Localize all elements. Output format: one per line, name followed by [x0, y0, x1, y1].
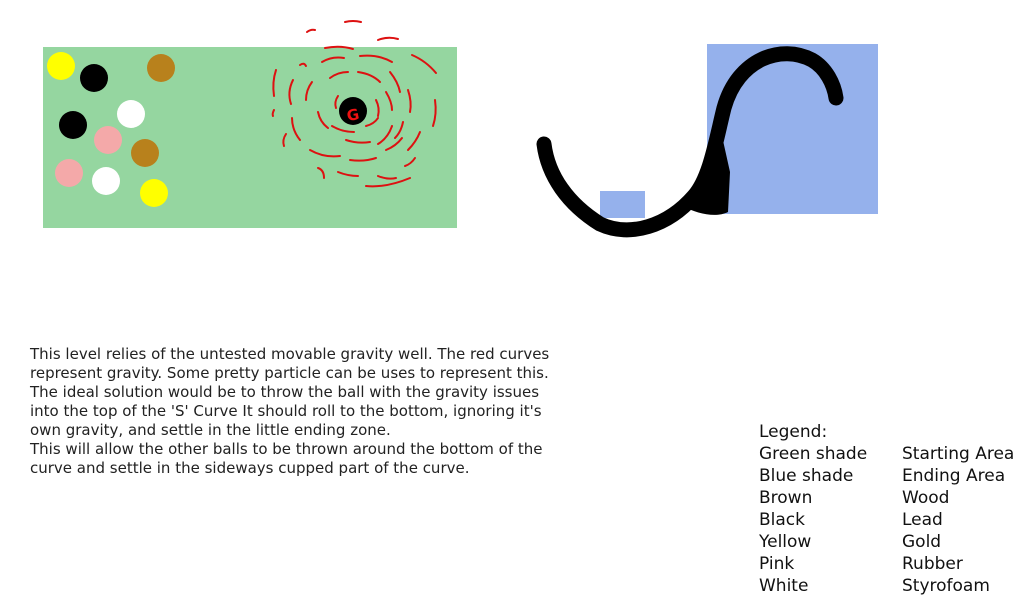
ball-group	[47, 52, 175, 207]
legend-value: Gold	[902, 532, 942, 552]
legend-value: Ending Area	[902, 466, 1006, 486]
legend-key: Brown	[759, 488, 813, 508]
legend-value: Rubber	[902, 554, 963, 574]
legend-key: Blue shade	[759, 466, 854, 486]
wood-ball	[147, 54, 175, 82]
legend-row: Black Lead	[759, 509, 1024, 531]
legend-key: Pink	[759, 554, 795, 574]
legend-key: White	[759, 576, 809, 596]
description-line: This level relies of the untested movabl…	[30, 345, 550, 382]
wood-ball	[131, 139, 159, 167]
styrofoam-ball	[92, 167, 120, 195]
gravity-well	[339, 97, 367, 125]
legend: Legend: Green shade Starting Area Blue sh…	[759, 421, 1024, 597]
ending-area	[707, 44, 878, 214]
legend-row: White Styrofoam	[759, 575, 1024, 597]
legend-title: Legend:	[759, 422, 828, 442]
legend-value: Lead	[902, 510, 943, 530]
description-line: The ideal solution would be to throw the…	[30, 383, 542, 439]
styrofoam-ball	[117, 100, 145, 128]
gravity-field	[271, 20, 437, 188]
legend-value: Starting Area	[902, 444, 1015, 464]
legend-key: Black	[759, 510, 805, 530]
gravity-well-label: G	[345, 105, 361, 125]
legend-row: Brown Wood	[759, 487, 1024, 509]
legend-row: Pink Rubber	[759, 553, 1024, 575]
description-line: This will allow the other balls to be th…	[30, 440, 543, 477]
legend-row: Blue shade Ending Area	[759, 465, 1024, 487]
legend-value: Styrofoam	[902, 576, 990, 596]
legend-row: Green shade Starting Area	[759, 443, 1024, 465]
small-ending-zone	[600, 191, 645, 218]
level-description: This level relies of the untested movabl…	[30, 345, 560, 478]
gold-ball	[47, 52, 75, 80]
lead-ball	[80, 64, 108, 92]
legend-row: Yellow Gold	[759, 531, 1024, 553]
rubber-ball	[94, 126, 122, 154]
gold-ball	[140, 179, 168, 207]
legend-key: Yellow	[759, 532, 812, 552]
legend-value: Wood	[902, 488, 950, 508]
s-curve-fillet	[682, 136, 730, 215]
legend-key: Green shade	[759, 444, 868, 464]
lead-ball	[59, 111, 87, 139]
rubber-ball	[55, 159, 83, 187]
